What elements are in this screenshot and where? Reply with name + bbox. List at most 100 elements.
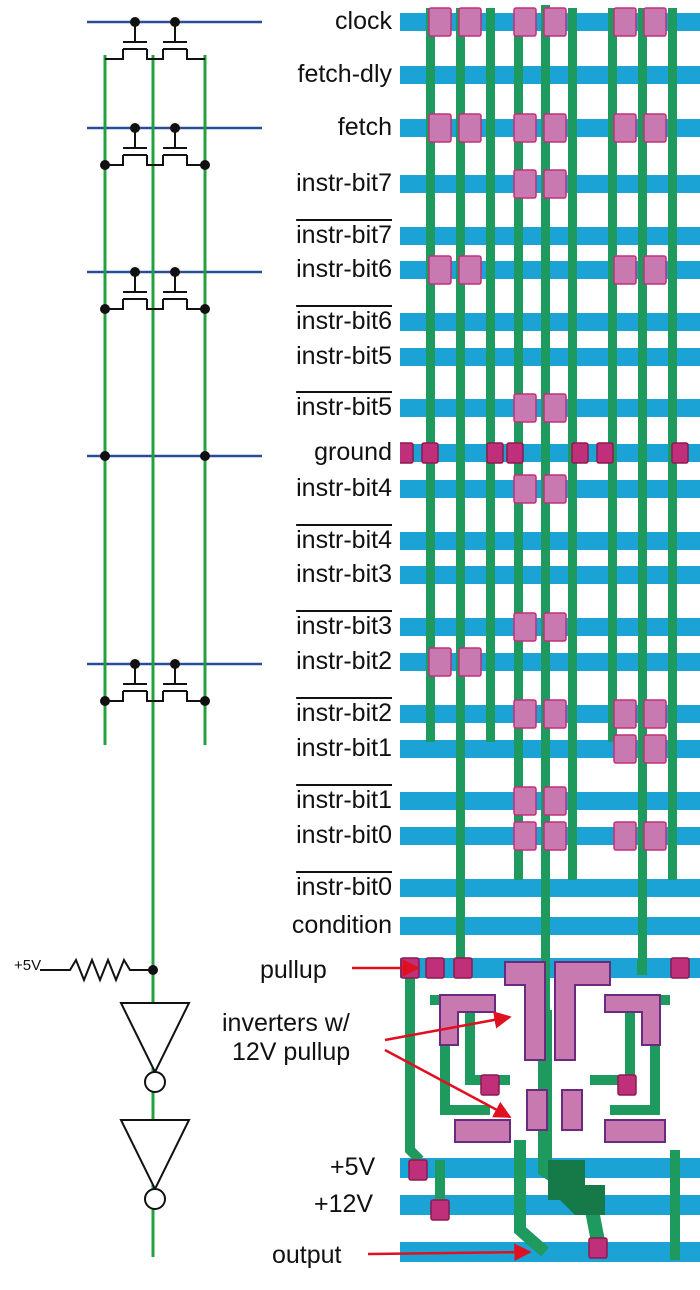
schematic-node-dot — [100, 451, 110, 461]
gate-pad — [543, 699, 567, 729]
gate-pad — [543, 474, 567, 504]
transistor-gates — [400, 7, 689, 851]
schematic-node-dot — [200, 304, 210, 314]
ground-contact — [486, 442, 504, 464]
signal-label: instr-bit5 — [296, 342, 392, 370]
schematic-node-dot — [100, 696, 110, 706]
contact — [408, 1159, 428, 1181]
inverter-arrow-bottom — [384, 1048, 512, 1119]
poly-column — [608, 8, 617, 742]
poly-column — [426, 8, 435, 742]
inverter-gate — [604, 994, 661, 1046]
signal-label: ground — [314, 438, 392, 466]
gate-pad — [543, 612, 567, 642]
signal-label: instr-bit1 — [296, 734, 392, 762]
gate-pad — [643, 113, 667, 143]
gate-pad — [643, 734, 667, 764]
gate-pad — [643, 821, 667, 851]
gate-pad — [458, 255, 482, 285]
gate-pad — [428, 647, 452, 677]
signal-label: clock — [335, 7, 392, 35]
ground-contact — [506, 442, 524, 464]
gate-pad — [513, 474, 537, 504]
ground-contact — [571, 442, 589, 464]
inverter-bubble-1 — [144, 1071, 166, 1093]
output-label: output — [272, 1241, 342, 1269]
transistor-source — [186, 299, 205, 310]
schematic-node-dot — [100, 160, 110, 170]
transistor-source — [105, 299, 124, 310]
pullup-transistor — [554, 961, 611, 1061]
contact — [425, 957, 445, 979]
inverter-symbol-1 — [119, 1002, 191, 1075]
transistor-source — [186, 155, 205, 166]
gate-pad — [613, 113, 637, 143]
schematic-node-dot — [100, 304, 110, 314]
gate-pad — [613, 7, 637, 37]
ground-contact — [596, 442, 614, 464]
gate-pad — [613, 255, 637, 285]
gate-pad — [513, 113, 537, 143]
pullup-resistor-symbol — [40, 957, 153, 983]
signal-label: instr-bit2 — [296, 647, 392, 675]
contact — [670, 957, 690, 979]
gate-pad — [543, 393, 567, 423]
signal-label: instr-bit4 — [296, 474, 392, 502]
inverter-gate — [604, 1119, 666, 1143]
gate-pad — [513, 7, 537, 37]
transistor-source — [105, 155, 124, 166]
poly-trace — [610, 1040, 660, 1115]
plus5v-label: +5V — [330, 1153, 376, 1181]
inverter-layout — [400, 957, 690, 1260]
gate-pad — [513, 786, 537, 816]
poly-column — [541, 8, 550, 1010]
metal-line — [400, 1242, 700, 1262]
signal-label: instr-bit4 — [296, 526, 392, 554]
schematic-node-dot — [200, 696, 210, 706]
poly-trace — [440, 1040, 490, 1115]
gate-pad — [458, 113, 482, 143]
inverters-label-line2: 12V pullup — [232, 1038, 351, 1066]
signal-label: instr-bit6 — [296, 255, 392, 283]
inverter-gate — [526, 1089, 548, 1131]
contact — [588, 1237, 608, 1259]
poly-trace — [514, 1140, 549, 1257]
schematic-input-lines — [87, 20, 262, 666]
signal-label: instr-bit3 — [296, 612, 392, 640]
signal-label: fetch-dly — [297, 60, 392, 88]
metal-line — [400, 1195, 700, 1215]
poly-column — [456, 8, 465, 960]
gate-pad — [543, 169, 567, 199]
schematic-supply-label: +5V — [14, 957, 42, 974]
transistor-source — [186, 49, 205, 60]
poly-column — [638, 8, 647, 960]
transistor-drain — [146, 49, 164, 60]
gate-pad — [643, 7, 667, 37]
inverter-arrow-top — [384, 1011, 512, 1042]
signal-label: instr-bit7 — [296, 169, 392, 197]
gate-pad — [428, 7, 452, 37]
signal-label: condition — [291, 911, 392, 939]
schematic-transistors — [100, 17, 210, 706]
signal-label: instr-bit5 — [296, 393, 392, 421]
pullup-transistor — [504, 961, 546, 1061]
transistor-source — [186, 691, 205, 702]
signal-label: instr-bit2 — [296, 699, 392, 727]
inverter-bubble-2 — [144, 1188, 166, 1210]
gate-pad — [543, 786, 567, 816]
poly-column — [486, 8, 495, 742]
gate-pad — [458, 647, 482, 677]
signal-label: instr-bit6 — [296, 307, 392, 335]
output-arrow — [367, 1243, 532, 1261]
gate-pad — [458, 7, 482, 37]
signal-label: fetch — [337, 113, 392, 141]
plus12v-label: +12V — [314, 1190, 374, 1218]
ground-contact — [421, 442, 439, 464]
inverter-gate — [454, 1119, 511, 1143]
inverter-gate — [561, 1089, 583, 1131]
transistor-drain — [146, 299, 164, 310]
inverter-symbol-2 — [119, 1119, 191, 1192]
gate-pad — [543, 113, 567, 143]
